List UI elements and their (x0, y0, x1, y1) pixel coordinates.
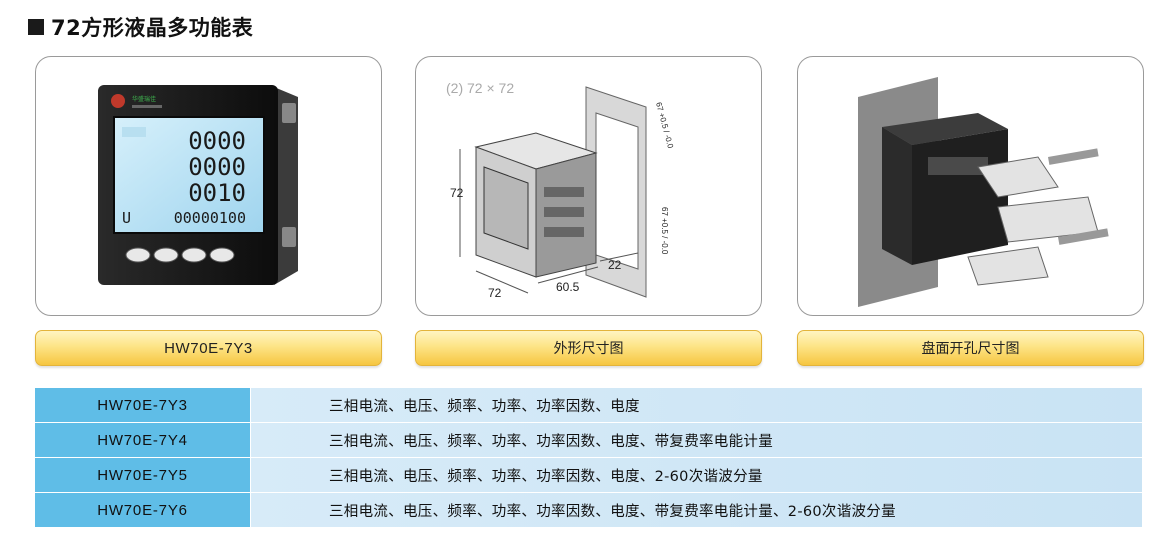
section-heading: 72方形液晶多功能表 (28, 10, 253, 44)
lcd-energy-prefix: U (122, 209, 131, 227)
spec-desc-cell: 三相电流、电压、频率、功率、功率因数、电度、带复费率电能计量、2-60次谐波分量 (251, 493, 1142, 527)
lcd-line-1: 0000 (188, 127, 246, 155)
panel-cutout-illustration (858, 77, 1109, 307)
cutout-drawing-panel (797, 56, 1144, 316)
meter-button-2 (153, 247, 179, 263)
table-row: HW70E-7Y4 三相电流、电压、频率、功率、功率因数、电度、带复费率电能计量 (35, 423, 1142, 457)
table-row: HW70E-7Y6 三相电流、电压、频率、功率、功率因数、电度、带复费率电能计量… (35, 493, 1142, 527)
cutout-top-label: 67 +0.5 / -0.0 (654, 101, 675, 150)
spec-model-cell: HW70E-7Y5 (35, 458, 250, 492)
lcd-energy-line: 00000100 (174, 209, 246, 227)
meter-button-1 (125, 247, 151, 263)
outline-dimension-drawing: (2) 72 × 72 72 72 60.5 22 67 +0.5 / -0.0… (446, 80, 675, 300)
spec-model-cell: HW70E-7Y4 (35, 423, 250, 457)
table-row: HW70E-7Y5 三相电流、电压、频率、功率、功率因数、电度、2-60次谐波分… (35, 458, 1142, 492)
dim-height-label: 72 (450, 186, 464, 200)
lcd-line-2: 0000 (188, 153, 246, 181)
spec-desc-cell: 三相电流、电压、频率、功率、功率因数、电度、2-60次谐波分量 (251, 458, 1142, 492)
cutout-drawing-caption: 盘面开孔尺寸图 (797, 330, 1144, 366)
spec-desc-cell: 三相电流、电压、频率、功率、功率因数、电度、带复费率电能计量 (251, 423, 1142, 457)
dim-rear-label: 22 (608, 258, 622, 272)
heading-bullet-icon (28, 19, 44, 35)
outline-drawing-caption: 外形尺寸图 (415, 330, 762, 366)
outline-size-label: (2) 72 × 72 (446, 80, 514, 96)
meter-button-4 (209, 247, 235, 263)
lcd-line-3: 0010 (188, 179, 246, 207)
dim-depth-label: 60.5 (556, 280, 580, 294)
meter-photo-illustration: 华盛瑞佳 0000 0000 0010 U 00000100 (98, 85, 298, 285)
product-model-caption: HW70E-7Y3 (35, 330, 382, 366)
spec-table: HW70E-7Y3 三相电流、电压、频率、功率、功率因数、电度 HW70E-7Y… (35, 388, 1142, 528)
cutout-side-label: 67 +0.5 / -0.0 (660, 207, 669, 255)
outline-drawing-panel: (2) 72 × 72 72 72 60.5 22 67 +0.5 / -0.0… (415, 56, 762, 316)
spec-desc-cell: 三相电流、电压、频率、功率、功率因数、电度 (251, 388, 1142, 422)
table-row: HW70E-7Y3 三相电流、电压、频率、功率、功率因数、电度 (35, 388, 1142, 422)
spec-model-cell: HW70E-7Y6 (35, 493, 250, 527)
heading-title: 72方形液晶多功能表 (51, 16, 254, 40)
spec-model-cell: HW70E-7Y3 (35, 388, 250, 422)
product-photo-panel: 华盛瑞佳 0000 0000 0010 U 00000100 (35, 56, 382, 316)
meter-button-3 (181, 247, 207, 263)
meter-brand-text: 华盛瑞佳 (132, 95, 156, 103)
dim-width-label: 72 (488, 286, 502, 300)
